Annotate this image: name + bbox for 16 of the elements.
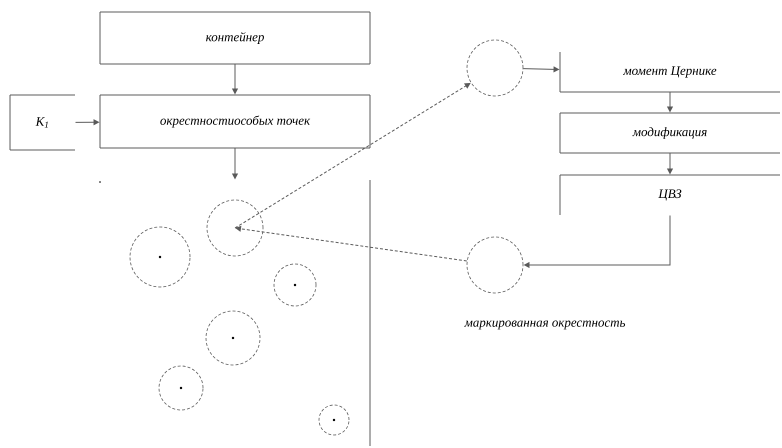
dashed-circle [158, 366, 204, 410]
node-caption: маркированная окрестность [464, 320, 626, 330]
process-box: K$_{1}$ [10, 94, 76, 150]
process-box: модификация [560, 112, 780, 154]
process-box: контейнер [100, 12, 370, 64]
process-box: момент Цернике [560, 52, 780, 92]
process-box: окрестностиособых точек [100, 94, 370, 148]
dashed-circle [206, 310, 260, 366]
dashed-circle [466, 40, 524, 96]
dashed-circle [466, 236, 524, 294]
image-region [99, 179, 370, 446]
dashed-circle [130, 226, 190, 288]
process-box: ЦВЗ [560, 174, 780, 216]
dashed-circle [274, 264, 316, 306]
dashed-circle [206, 200, 264, 256]
dashed-circle [318, 404, 350, 436]
